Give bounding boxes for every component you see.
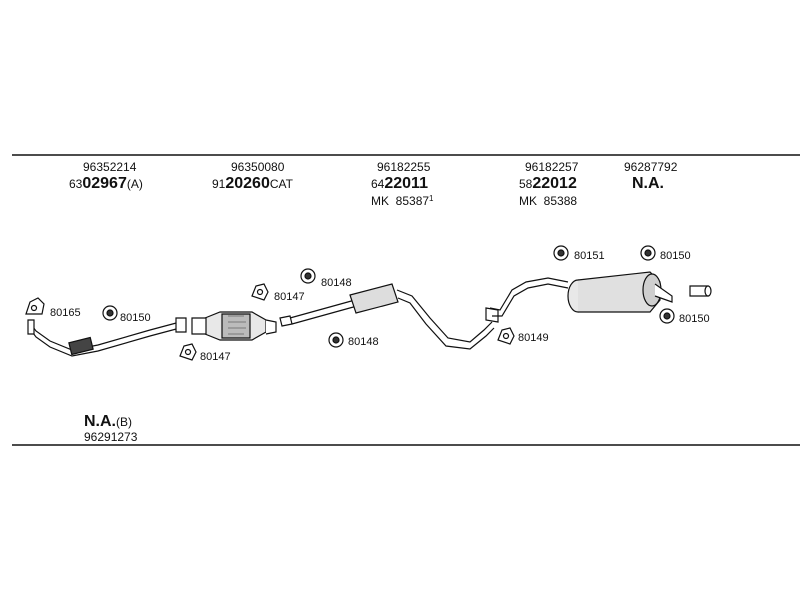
catalytic-converter [191, 311, 277, 341]
reference-prefix: 64 [371, 177, 385, 191]
callout-80148: 80148 [348, 336, 379, 348]
part-number: 96182257 [525, 160, 579, 174]
reference-main: 02967 [82, 175, 127, 192]
reference-main: 22011 [384, 175, 428, 192]
mk-superscript: 1 [429, 194, 434, 203]
gasket-80165-icon [25, 297, 45, 315]
reference-code: 6422011 [371, 176, 428, 192]
callout-80147: 80147 [200, 351, 231, 363]
reference-code: 5822012 [519, 176, 577, 192]
hanger-80151-icon [553, 245, 569, 261]
callout-80147: 80147 [274, 291, 305, 303]
callout-80148: 80148 [321, 277, 352, 289]
callout-80151: 80151 [574, 250, 605, 262]
callout-80165: 80165 [50, 307, 81, 319]
mk-number: 85388 [543, 194, 578, 208]
mk-label: MK [519, 194, 537, 208]
tail-pipe [689, 285, 712, 297]
mk-label: MK [371, 194, 389, 208]
mk-code: MK 85388 [519, 195, 577, 207]
part-number: 96291273 [84, 430, 138, 444]
part-number: 96352214 [83, 160, 137, 174]
hanger-80148b-icon [328, 332, 344, 348]
reference-suffix: CAT [269, 177, 293, 191]
hanger-80148a-icon [300, 268, 316, 284]
reference-main: 22012 [532, 175, 577, 192]
reference-prefix: 91 [212, 177, 226, 191]
reference-main: 20260 [225, 175, 270, 192]
part-number: 96182255 [377, 160, 431, 174]
callout-80150: 80150 [660, 250, 691, 262]
part-number: 96350080 [231, 160, 285, 174]
gasket-80147a-icon [251, 283, 269, 301]
front-pipe [27, 317, 187, 357]
not-available-label: N.A. [632, 175, 664, 192]
callout-80149: 80149 [518, 332, 549, 344]
gasket-80149-icon [497, 327, 515, 345]
hanger-80150a-icon [102, 305, 118, 321]
intermediate-pipe [279, 283, 499, 350]
rear-silencer [489, 271, 673, 317]
reference-prefix: 58 [519, 177, 533, 191]
callout-80150: 80150 [120, 312, 151, 324]
reference-suffix: (A) [126, 177, 143, 191]
hanger-80150b-icon [640, 245, 656, 261]
callout-80150: 80150 [679, 313, 710, 325]
mk-code: MK 853871 [371, 194, 434, 208]
not-available-label: N.A. [84, 413, 116, 430]
reference-code: 6302967(A) [69, 176, 143, 192]
reference-suffix: (B) [116, 415, 132, 429]
reference-code: 9120260CAT [212, 176, 293, 192]
part-number: 96287792 [624, 160, 678, 174]
bottom-reference: N.A.(B) [84, 414, 132, 430]
gasket-80147b-icon [179, 343, 197, 361]
mk-number: 85387 [395, 194, 430, 208]
hanger-80150c-icon [659, 308, 675, 324]
reference-prefix: 63 [69, 177, 83, 191]
